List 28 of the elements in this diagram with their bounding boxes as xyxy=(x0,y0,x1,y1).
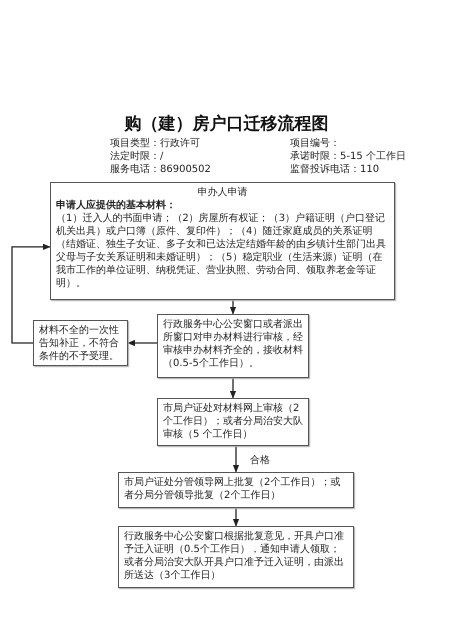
info-text: 法定时限：/ xyxy=(110,151,164,163)
arrow xyxy=(232,446,240,473)
edge-label: 合格 xyxy=(248,453,272,467)
process-box xyxy=(50,182,395,300)
info-text: 服务电话：86900502 xyxy=(110,164,211,176)
box-text: 材料不全的一次性告知补正，不符合条件的不予受理。 xyxy=(39,324,120,363)
process-box xyxy=(157,314,309,378)
arrow xyxy=(230,378,236,399)
info-text: 项目编号： xyxy=(290,138,340,150)
info-text: 项目类型：行政许可 xyxy=(110,138,200,150)
arrow xyxy=(232,508,240,527)
process-box xyxy=(157,398,309,446)
box-text: 行政服务中心公安窗口或者派出所窗口对申办材料进行审核，经审核申办材料齐全的，接收材料（0.5-5个工作日）。 xyxy=(163,318,303,370)
title: 购（建）房户口迁移流程图 xyxy=(123,113,330,135)
arrow xyxy=(127,340,157,346)
box-text: 行政服务中心公安窗口根据批复意见，开具户口准予迁入证明（0.5个工作日），通知申请人领取；或者分局治安大队开具户口准予迁入证明，由派出所送达（3个工作日） xyxy=(124,530,345,582)
box-text: 市局户证处分管领导网上批复（2个工作日）；或者分局分管领导批复（2个工作日） xyxy=(124,476,342,502)
process-box xyxy=(33,320,128,366)
process-box xyxy=(118,526,354,588)
arrow xyxy=(11,244,51,344)
box-heading: 申办人申请 xyxy=(196,186,248,199)
arrow xyxy=(230,300,236,315)
info-text: 承诺时限：5-15 个工作日 xyxy=(290,151,406,163)
box-text: （1）迁入人的书面申请；（2）房屋所有权证；（3）户籍证明（户口登记机关出具）或户口簿（原件、复印件）；（4）随迁家庭成员的关系证明（结婚证、独生子女证、多子女和已达法定结婚年龄的由乡镇计生部门出具父母与子女关系证明和未婚证明）；（5）稳定职业（生活来源）证明（在我市工作的单位证明、纳税凭证、营业执照、劳动合同、领取养老金等证明）。 xyxy=(56,212,387,290)
box-subheading: 申请人应提供的基本材料： xyxy=(56,199,177,212)
process-box xyxy=(118,472,354,508)
box-text: 市局户证处对材料网上审核（2 个工作日）；或者分局治安大队审核（5 个工作日） xyxy=(163,402,303,441)
info-text: 监督投诉电话：110 xyxy=(290,164,380,176)
